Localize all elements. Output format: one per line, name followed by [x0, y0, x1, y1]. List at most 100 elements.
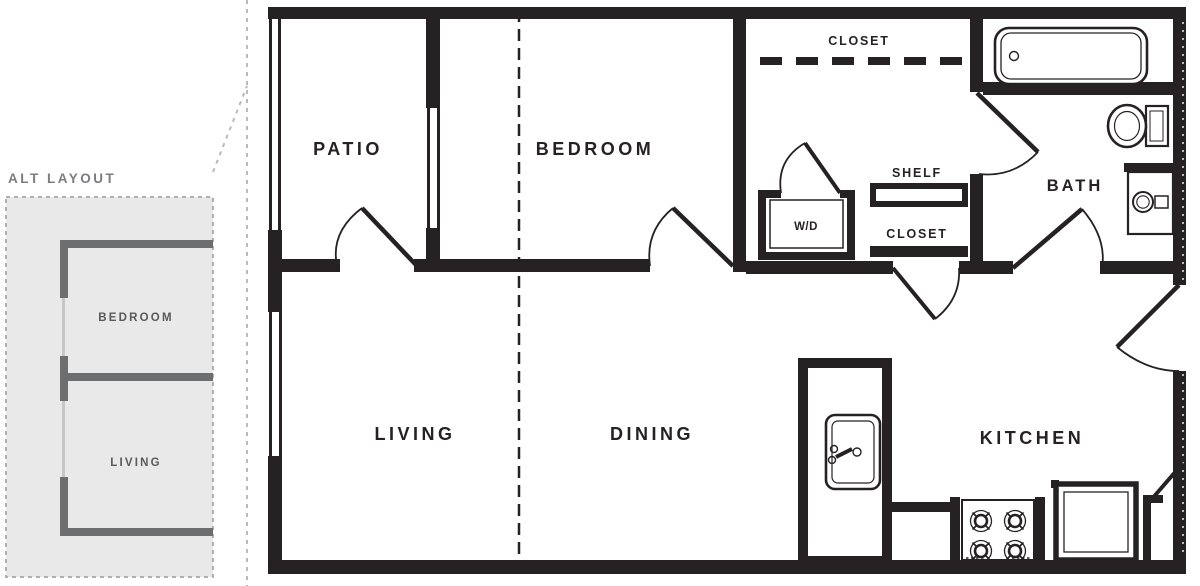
main-walls: [268, 7, 1186, 574]
inset-living-bottom-wall: [60, 528, 213, 536]
doors: [334, 91, 1185, 502]
bath-hall-door-leaf: [975, 91, 1040, 154]
inset-title: ALT LAYOUT: [8, 171, 116, 186]
entry-door-leaf: [1115, 283, 1181, 349]
vanity-basin: [1132, 191, 1154, 213]
inset-living-label: LIVING: [110, 457, 162, 469]
pantry-door-leaf: [1149, 461, 1185, 502]
bedroom-door-arc: [648, 207, 674, 267]
inset-divider-wall: [60, 373, 213, 381]
faucet-base: [852, 447, 862, 457]
bath-left-wall-lower: [970, 174, 983, 274]
wd-inner-outline: [769, 199, 844, 249]
stove-body: [961, 499, 1035, 561]
bath-hall-door-arc: [978, 151, 1039, 176]
patio-divider-upper: [426, 7, 440, 107]
wd-left-wall: [758, 190, 766, 260]
stove-bay-right-wall: [1035, 497, 1045, 560]
fixtures: [824, 26, 1175, 563]
alt-layout-inset: BEDROOM LIVING ALT LAYOUT: [5, 171, 214, 578]
bath-kitchen-door-arc: [1081, 208, 1104, 269]
inset-living-door-gap: [62, 401, 65, 477]
wd-door-leaf: [803, 141, 842, 195]
bedroom-right-wall: [733, 7, 746, 272]
wd-top-stub-left: [758, 190, 781, 198]
bottom-wall: [268, 560, 1186, 574]
toilet: [1106, 103, 1170, 149]
bath-left-wall-upper: [970, 19, 983, 92]
patio-label: PATIO: [313, 139, 383, 159]
hall-door-arc: [934, 267, 960, 320]
shelf-inner-white: [876, 189, 962, 201]
faucet-spout: [835, 447, 853, 459]
bath-door-kitchen: [1011, 207, 1104, 270]
hall-door: [891, 266, 960, 321]
right-wall-upper: [1173, 7, 1186, 285]
hall-bottom-wall-c: [1100, 261, 1186, 274]
patio-window-rail-right: [437, 107, 440, 230]
patio-door: [334, 206, 419, 268]
bedroom-bottom-wall: [452, 259, 650, 272]
fridge-inner: [1063, 491, 1129, 553]
kitchen-island-sink: [824, 413, 882, 491]
toilet-tank: [1144, 104, 1170, 148]
hall-bottom-wall-b: [959, 261, 1013, 274]
toilet-bowl: [1106, 103, 1148, 149]
stove-bay-left-wall: [950, 497, 960, 560]
left-wall-lower: [268, 460, 282, 574]
wd-label: W/D: [794, 221, 818, 233]
living-window-rail-inner: [279, 310, 282, 460]
entry-door-arc: [1116, 346, 1180, 372]
counter-strip: [888, 502, 958, 512]
closet-bottom-bar: [870, 246, 968, 257]
inset-room-labels: BEDROOM LIVING: [98, 312, 171, 469]
toilet-bowl-inner: [1113, 110, 1141, 142]
washer-dryer-door: [779, 141, 842, 195]
living-label: LIVING: [374, 424, 455, 444]
faucet-knob-a: [829, 444, 839, 454]
closet-small-label: CLOSET: [886, 227, 948, 241]
dining-label: DINING: [610, 424, 694, 444]
toilet-tank-inner: [1149, 110, 1164, 142]
inset-bedroom-door-gap: [62, 298, 65, 356]
stove: [961, 499, 1035, 563]
refrigerator: [1053, 481, 1139, 563]
wd-door-arc: [779, 142, 806, 194]
vanity-partition-wall: [1124, 163, 1173, 172]
bedroom-door-leaf: [671, 206, 735, 268]
inset-dashed-boundary: [5, 196, 214, 578]
living-window-cap-top: [268, 306, 282, 312]
top-wall: [268, 7, 1186, 19]
patio-window-cap-top: [426, 102, 440, 108]
patio-railing-inner: [278, 19, 281, 232]
bath-label: BATH: [1047, 177, 1104, 195]
wd-top-stub-right: [840, 190, 855, 198]
wall-hatch-texture: [273, 22, 1184, 558]
inset-bedroom-top-wall: [60, 240, 213, 248]
tub-drain: [1008, 50, 1020, 62]
wd-bottom-wall: [758, 252, 855, 260]
inset-walls: [60, 240, 213, 536]
connector-diagonal-dash: [212, 85, 248, 173]
inset-left-wall-d: [60, 477, 68, 536]
patio-window-cap-bottom: [426, 228, 440, 234]
bath-door-hall: [975, 91, 1040, 176]
tub-outer: [993, 26, 1149, 86]
closet-top-label: CLOSET: [828, 34, 890, 48]
patio-window-rail-left: [427, 107, 430, 230]
tub-inner: [1000, 32, 1142, 80]
inset-left-wall-c: [60, 373, 68, 401]
bathtub: [993, 26, 1149, 86]
living-window-cap-bottom: [268, 456, 282, 462]
faucet-knob-b: [827, 455, 837, 465]
patio-bottom-wall-right: [414, 259, 452, 272]
vanity-faucet: [1154, 195, 1169, 209]
patio-bottom-wall-left: [268, 259, 340, 272]
patio-railing-outer: [269, 19, 272, 232]
hall-bottom-wall-a: [746, 261, 893, 274]
inset-left-wall-b: [60, 356, 68, 381]
pantry-left-wall: [1143, 495, 1151, 560]
hall-door-leaf: [891, 266, 937, 321]
